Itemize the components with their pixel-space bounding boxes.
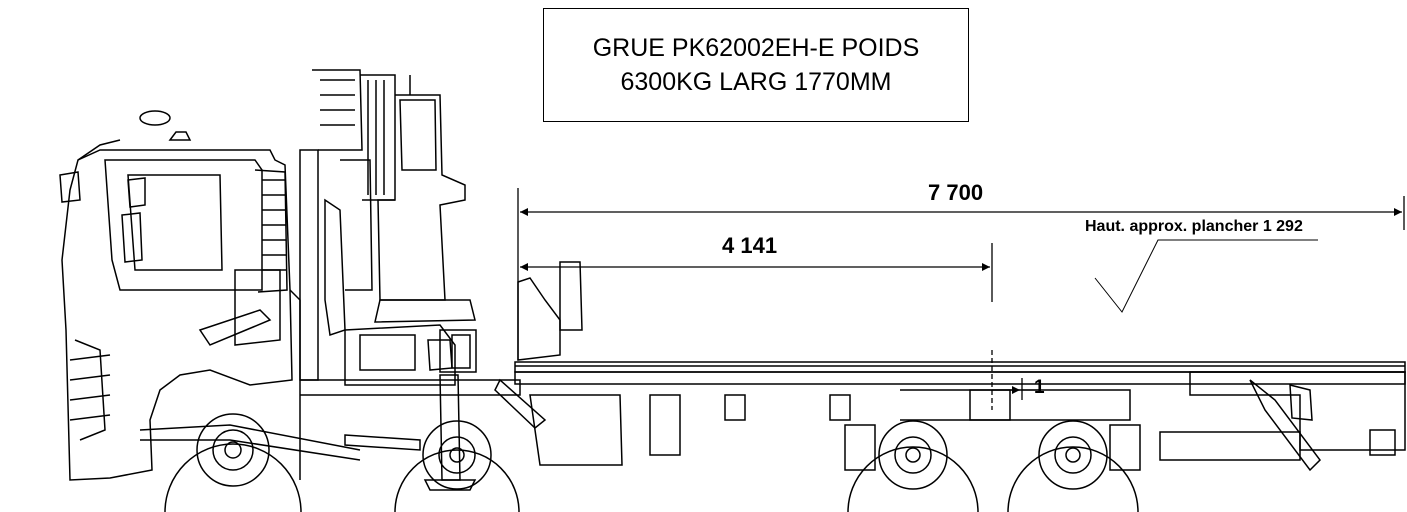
dimension-small [991,350,1040,410]
dimension-front-label: 4 141 [722,233,778,258]
dimension-overall-label: 7 700 [928,180,984,205]
dimension-small-label: 1 [1034,377,1045,398]
crane-info-box: GRUE PK62002EH-E POIDS 6300KG LARG 1770M… [543,8,969,122]
crane-info-line1: GRUE PK62002EH-E POIDS [592,34,920,62]
wheel-rear-1 [844,420,979,512]
truck-cab [59,110,301,481]
wheel-front-2 [394,420,520,512]
floor-height-note: Haut. approx. plancher 1 292 [1085,218,1303,235]
wheel-front-1 [164,413,302,512]
crane-assembly [299,69,477,491]
wheel-rear-2 [1007,420,1141,512]
dimension-front [520,243,993,302]
chassis-frame [139,261,1406,472]
floor-height-leader [1094,239,1318,313]
dimension-overall [517,188,1405,360]
crane-info-line2: 6300KG LARG 1770MM [620,68,892,96]
